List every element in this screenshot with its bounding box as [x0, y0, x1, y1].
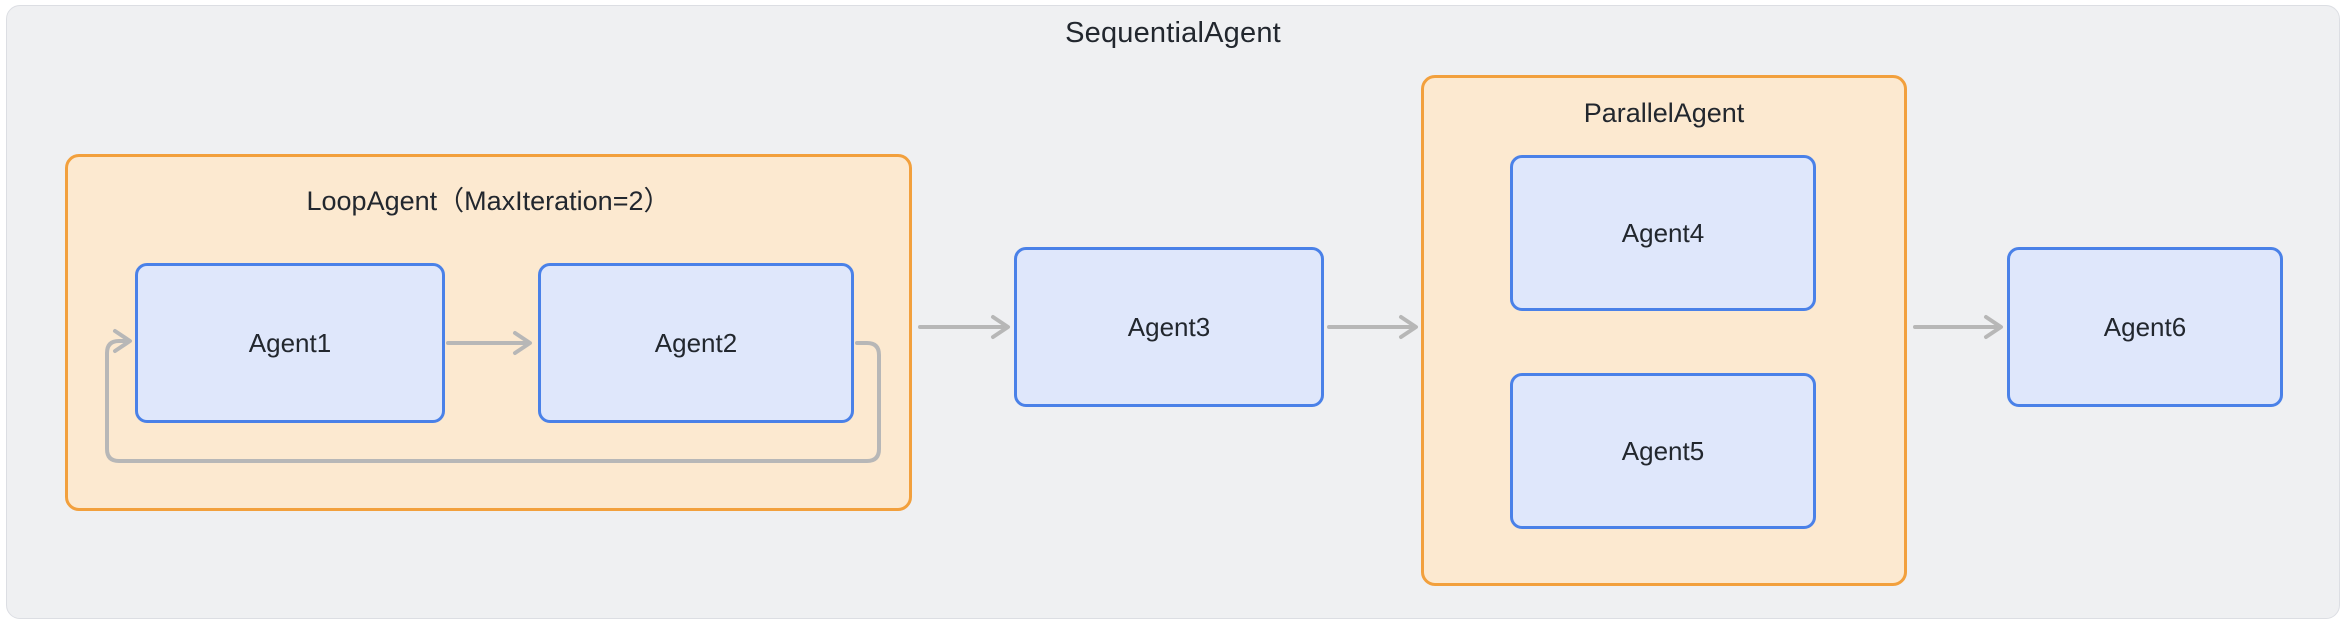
node-agent6[interactable]: Agent6: [2007, 247, 2283, 407]
node-agent4[interactable]: Agent4: [1510, 155, 1816, 311]
loop-agent-label: LoopAgent（MaxIteration=2）: [306, 186, 671, 216]
sequential-agent-container: SequentialAgent LoopAgent（MaxIteration=2…: [6, 5, 2340, 619]
parallel-agent-label: ParallelAgent: [1583, 98, 1745, 128]
node-agent1[interactable]: Agent1: [135, 263, 445, 423]
edge-parallel-to-agent6: [1913, 315, 2003, 339]
edge-agent3-to-parallel: [1327, 315, 1418, 339]
sequential-agent-title: SequentialAgent: [1065, 17, 1281, 49]
edge-loop-to-agent3: [918, 315, 1010, 339]
node-agent5[interactable]: Agent5: [1510, 373, 1816, 529]
node-agent2[interactable]: Agent2: [538, 263, 854, 423]
node-agent3[interactable]: Agent3: [1014, 247, 1324, 407]
